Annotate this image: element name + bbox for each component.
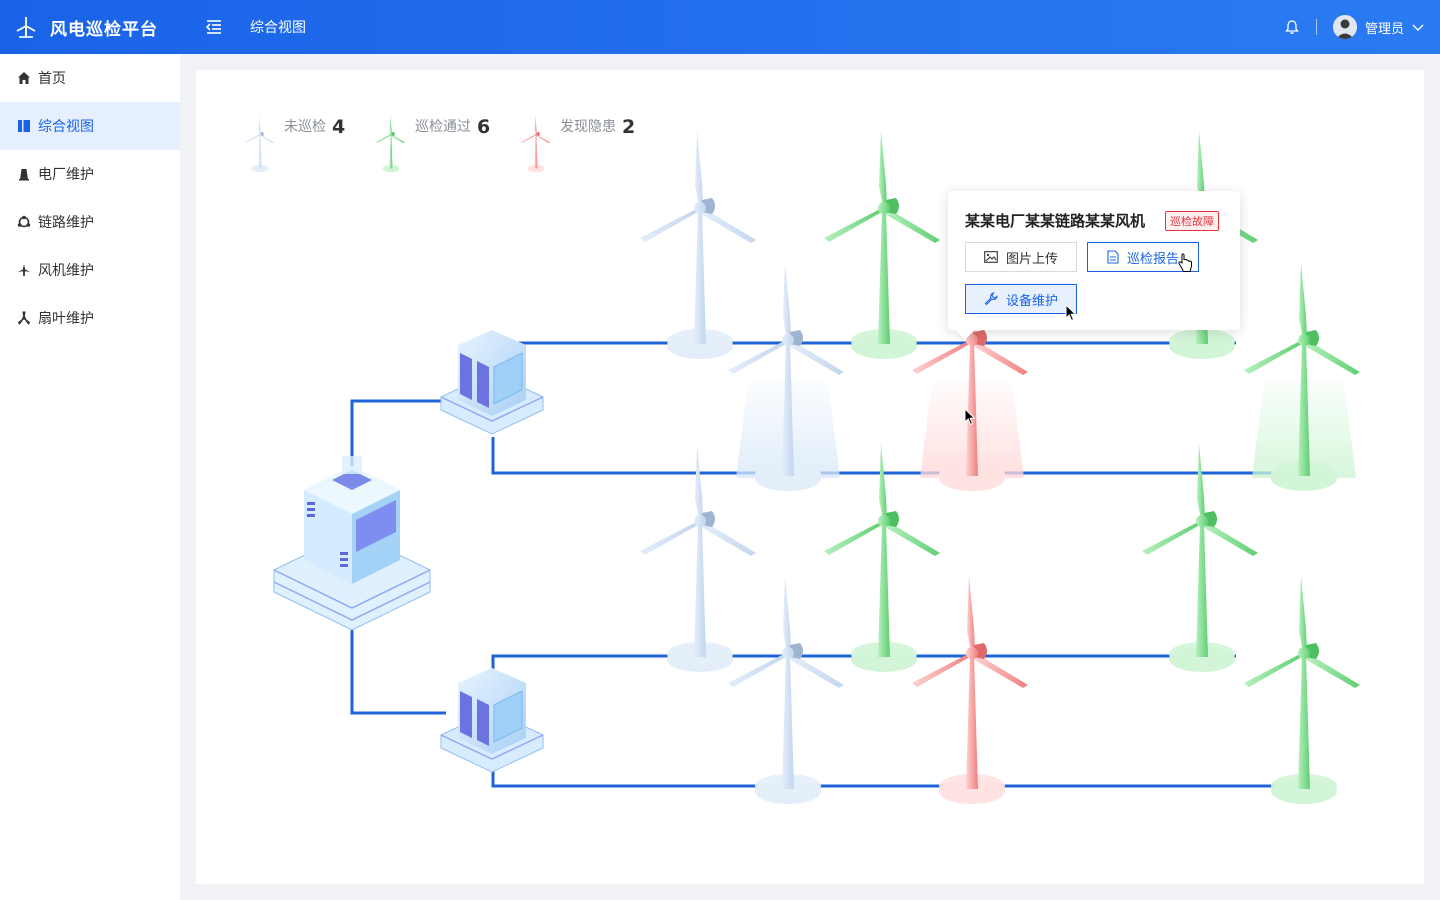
legend-label: 巡检通过 <box>415 119 471 135</box>
sidebar-item-link[interactable]: 链路维护 <box>0 198 180 246</box>
wind-turbine-red[interactable] <box>912 576 1028 804</box>
arrow-cursor-icon <box>964 408 976 426</box>
equipment-maintenance-label: 设备维护 <box>1005 293 1058 309</box>
legend-label: 未巡检 <box>284 119 326 135</box>
hand-cursor-icon <box>1178 253 1192 272</box>
wind-turbine-blue[interactable] <box>640 131 756 359</box>
legend-hazard: 发现隐患 2 <box>554 116 635 138</box>
sidebar-item-label: 风机维护 <box>38 263 94 279</box>
wind-turbine-logo-icon <box>16 17 36 38</box>
breadcrumb: 综合视图 <box>250 20 306 36</box>
inspection-report-label: 巡检报告 <box>1126 251 1179 267</box>
user-name[interactable]: 管理员 <box>1364 21 1404 37</box>
home-icon <box>18 72 30 84</box>
blade-icon <box>17 311 31 325</box>
wind-turbine-green[interactable] <box>824 131 940 359</box>
image-upload-label: 图片上传 <box>1005 251 1058 267</box>
bell-icon[interactable] <box>1284 19 1300 35</box>
wind-turbine-green[interactable] <box>1244 263 1360 491</box>
passed-turbine-icon[interactable] <box>376 115 405 173</box>
turbine-info-popup: 某某电厂某某链路某某风机 巡检故障 图片上传 巡检报告 设备维护 <box>948 191 1240 330</box>
overview-icon <box>18 120 30 132</box>
power-plant-icon <box>19 169 29 181</box>
sidebar-item-label: 综合视图 <box>38 119 94 135</box>
sidebar-item-overview[interactable]: 综合视图 <box>0 102 180 150</box>
substation-building-1[interactable] <box>440 330 544 435</box>
inspection-report-button[interactable]: 巡检报告 <box>1087 242 1199 272</box>
status-badge: 巡检故障 <box>1165 211 1219 231</box>
sidebar-item-label: 首页 <box>38 71 66 87</box>
document-icon <box>1107 250 1119 264</box>
user-avatar-icon <box>1332 15 1357 39</box>
arrow-cursor-icon <box>1065 304 1077 322</box>
hazard-turbine-icon[interactable] <box>521 115 550 173</box>
legend-icons <box>245 115 550 173</box>
wind-turbine-blue[interactable] <box>728 576 844 804</box>
legend-uninspected: 未巡检 4 <box>278 116 345 138</box>
legend-count: 6 <box>477 116 491 138</box>
sidebar-item-label: 扇叶维护 <box>38 311 94 327</box>
sidebar-item-label: 电厂维护 <box>38 167 94 183</box>
wind-turbine-blue[interactable] <box>640 444 756 672</box>
wind-turbine-blue[interactable] <box>728 263 844 491</box>
central-station-building[interactable] <box>273 456 431 631</box>
sidebar-item-label: 链路维护 <box>38 215 94 231</box>
sidebar: 首页 综合视图 电厂维护 链路维护 风机维护 扇叶维护 <box>0 54 180 900</box>
legend-label: 发现隐患 <box>560 119 616 135</box>
top-header: 风电巡检平台 综合视图 管理员 <box>0 0 1440 54</box>
link-icon <box>17 215 31 228</box>
sidebar-item-home[interactable]: 首页 <box>0 54 180 102</box>
equipment-maintenance-button[interactable]: 设备维护 <box>965 284 1077 314</box>
uninspected-turbine-icon[interactable] <box>245 115 274 173</box>
avatar[interactable] <box>1332 15 1357 39</box>
chevron-down-icon[interactable] <box>1412 21 1424 33</box>
sidebar-item-turbine[interactable]: 风机维护 <box>0 246 180 294</box>
sidebar-item-power-plant[interactable]: 电厂维护 <box>0 150 180 198</box>
legend-passed: 巡检通过 6 <box>409 116 490 138</box>
header-user-area: 管理员 <box>1284 0 1424 54</box>
wind-turbine-green[interactable] <box>824 444 940 672</box>
wind-turbine-green[interactable] <box>1244 576 1360 804</box>
image-icon <box>984 251 998 263</box>
sidebar-item-blade[interactable]: 扇叶维护 <box>0 294 180 342</box>
popup-title: 某某电厂某某链路某某风机 <box>965 212 1146 230</box>
wind-turbine-green[interactable] <box>1142 444 1258 672</box>
substation-building-2[interactable] <box>440 668 544 773</box>
legend-count: 2 <box>622 116 636 138</box>
header-divider <box>1315 19 1317 35</box>
app-title: 风电巡检平台 <box>50 19 158 40</box>
legend-count: 4 <box>332 116 346 138</box>
image-upload-button[interactable]: 图片上传 <box>965 242 1077 272</box>
wind-turbines <box>640 131 1360 804</box>
menu-collapse-icon[interactable] <box>204 17 224 37</box>
wind-farm-scene <box>245 115 1360 804</box>
wind-turbine-red[interactable] <box>912 263 1028 491</box>
overview-panel: 未巡检 4 巡检通过 6 发现隐患 2 某某电厂某某链路某某风机 巡检故障 图片… <box>196 70 1424 884</box>
app-logo[interactable]: 风电巡检平台 <box>14 15 194 40</box>
wrench-icon <box>984 292 998 306</box>
turbine-icon <box>18 264 30 276</box>
